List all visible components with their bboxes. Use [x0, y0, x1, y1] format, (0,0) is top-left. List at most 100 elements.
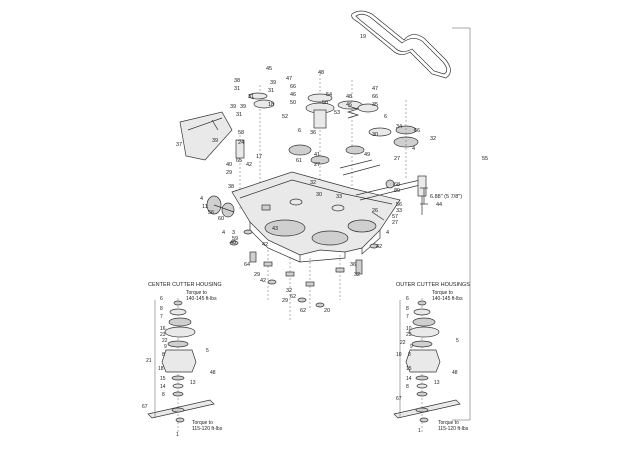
callout-6: 6 [298, 128, 301, 134]
callout-32: 32 [286, 288, 292, 294]
housing-callout-6: 6 [160, 296, 163, 302]
callout-66: 66 [372, 94, 378, 100]
callout-34: 34 [396, 124, 402, 130]
callout-38: 38 [234, 78, 240, 84]
callout-39: 39 [212, 138, 218, 144]
center-torque-top-line2: 140-145 ft-lbs [186, 296, 217, 302]
callout-49: 49 [364, 152, 370, 158]
callout-27: 27 [392, 220, 398, 226]
callout-31: 31 [236, 112, 242, 118]
callout-32: 32 [430, 136, 436, 142]
dimension-indicator [420, 187, 428, 205]
housing-callout-8: 8 [162, 392, 165, 398]
callout-29: 29 [282, 298, 288, 304]
callout-35: 35 [372, 102, 378, 108]
housing-callout-16: 16 [160, 326, 166, 332]
callout-4: 4 [200, 196, 203, 202]
housing-callout-48: 48 [210, 370, 216, 376]
callout-57: 57 [392, 214, 398, 220]
callout-39: 39 [240, 104, 246, 110]
center-torque-bottom-line2: 115-120 ft-lbs [192, 426, 223, 432]
callout-27: 27 [394, 156, 400, 162]
callout-6: 6 [384, 114, 387, 120]
callout-89: 89 [394, 188, 400, 194]
callout-48: 48 [318, 70, 324, 76]
center-housing-title: CENTER CUTTER HOUSING [148, 282, 222, 288]
callout-27: 27 [314, 162, 320, 168]
housing-callout-6: 6 [406, 296, 409, 302]
housing-callout-9: 9 [410, 344, 413, 350]
callout-52: 52 [282, 114, 288, 120]
housing-callout-18: 18 [158, 366, 164, 372]
housing-callout-22: 22 [162, 338, 168, 344]
callout-55-leader [452, 27, 471, 421]
callout-50: 50 [290, 100, 296, 106]
housing-callout-15: 15 [406, 366, 412, 372]
callout-66: 66 [290, 84, 296, 90]
outer-torque-top-line2: 140-145 ft-lbs [432, 296, 463, 302]
callout-62: 62 [300, 308, 306, 314]
callout-4: 4 [412, 146, 415, 152]
callout-36: 36 [310, 130, 316, 136]
housing-callout-1: 1 [176, 432, 179, 438]
callout-61: 61 [296, 158, 302, 164]
callout-66: 66 [414, 128, 420, 134]
callout-20: 20 [324, 308, 330, 314]
housing-callout-8: 8 [162, 352, 165, 358]
callout-31: 31 [248, 94, 254, 100]
spindle-stack-left [235, 85, 275, 210]
housing-callout-8: 8 [408, 352, 411, 358]
callout-18: 18 [268, 102, 274, 108]
callout-29: 29 [254, 272, 260, 278]
dimension-label: 6.88" (5 7/8") [430, 194, 462, 200]
housing-callout-14: 14 [160, 384, 166, 390]
housing-callout-7: 7 [406, 314, 409, 320]
outer-housing-labels: OUTER CUTTER HOUSINGS Torque to 140-145 … [396, 282, 470, 434]
callout-33: 33 [396, 208, 402, 214]
callout-45: 45 [266, 66, 272, 72]
housing-callout-15: 15 [160, 376, 166, 382]
callout-47: 47 [372, 86, 378, 92]
callout-39: 39 [230, 104, 236, 110]
housing-callout-67: 67 [396, 396, 402, 402]
callout-56: 56 [396, 202, 402, 208]
callout-31: 31 [234, 86, 240, 92]
callout-41: 41 [314, 152, 320, 158]
callout-42: 42 [262, 242, 268, 248]
housing-callout-13: 13 [190, 380, 196, 386]
callout-36: 36 [350, 262, 356, 268]
housing-callout-23: 23 [406, 332, 412, 338]
housing-callout-7: 7 [160, 314, 163, 320]
callout-62: 62 [290, 294, 296, 300]
housing-callout-48: 48 [452, 370, 458, 376]
callout-47: 47 [286, 76, 292, 82]
callout-56: 56 [208, 210, 214, 216]
outer-cutter-housing-drawing [393, 298, 461, 432]
callout-40: 40 [226, 162, 232, 168]
callout-55: 55 [482, 156, 488, 162]
callout-44: 44 [436, 202, 442, 208]
center-torque-bottom-line1: Torque to [192, 420, 213, 426]
spindle-stack-center [288, 70, 335, 220]
callout-30: 30 [316, 192, 322, 198]
callout-42: 42 [376, 244, 382, 250]
callout-64: 64 [244, 262, 250, 268]
center-housing-labels: CENTER CUTTER HOUSING Torque to 140-145 … [142, 282, 223, 438]
callout-42: 42 [260, 278, 266, 284]
housing-callout-8: 8 [160, 306, 163, 312]
callout-31: 31 [268, 88, 274, 94]
callout-4: 4 [222, 230, 225, 236]
deck-hardware [229, 229, 379, 320]
callout-46: 46 [290, 92, 296, 98]
outer-torque-bottom-line2: 115-120 ft-lbs [438, 426, 469, 432]
callout-46: 46 [346, 102, 352, 108]
callout-4: 4 [386, 230, 389, 236]
housing-callout-9: 9 [164, 344, 167, 350]
callout-60: 60 [218, 216, 224, 222]
callout-17: 17 [256, 154, 262, 160]
housing-callout-1: 1 [418, 428, 421, 434]
housing-callout-67: 67 [142, 404, 148, 410]
